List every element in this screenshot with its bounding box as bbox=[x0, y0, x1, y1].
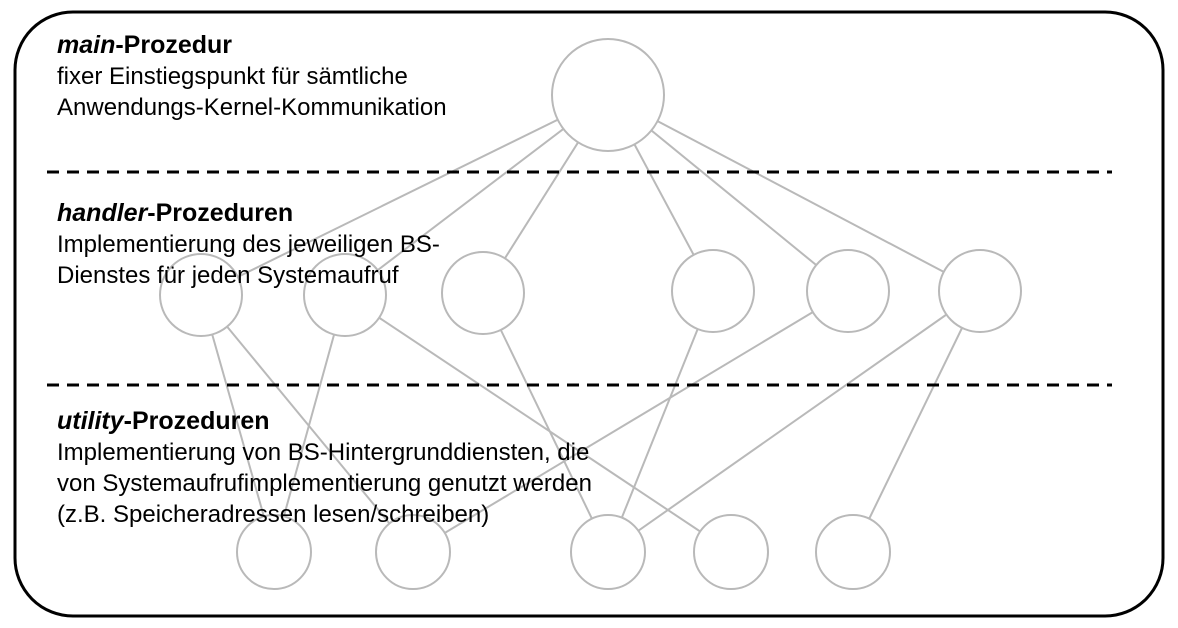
handler-layer-title-keyword: handler bbox=[57, 199, 148, 227]
utility-layer-title-keyword: utility bbox=[57, 407, 124, 435]
node-utility-u3 bbox=[570, 514, 646, 590]
handler-layer-title-suffix: -Prozeduren bbox=[147, 199, 294, 227]
main-layer-title: main-Prozedur bbox=[57, 30, 447, 61]
handler-layer-desc-line: Implementierung des jeweiligen BS- bbox=[57, 231, 440, 258]
utility-layer-desc-line: (z.B. Speicheradressen lesen/schreiben) bbox=[57, 501, 490, 528]
node-handler-h2 bbox=[303, 253, 387, 337]
node-utility-u1 bbox=[236, 514, 312, 590]
edge-h5-u2 bbox=[412, 290, 849, 553]
edge-main-h6 bbox=[607, 94, 981, 292]
edge-h1-u1 bbox=[200, 294, 275, 553]
main-layer-desc-line: Anwendungs-Kernel-Kommunikation bbox=[57, 94, 447, 121]
edge-h6-u3 bbox=[607, 290, 981, 553]
edge-h6-u5 bbox=[852, 290, 981, 553]
utility-layer-title: utility-Prozeduren bbox=[57, 406, 592, 437]
edge-h4-u3 bbox=[607, 290, 714, 553]
node-handler-h1 bbox=[159, 253, 243, 337]
utility-layer-desc-line: von Systemaufrufimplementierung genutzt … bbox=[57, 470, 592, 497]
node-utility-u4 bbox=[693, 514, 769, 590]
edge-main-h1 bbox=[200, 94, 609, 296]
handler-layer-label: handler-Prozeduren Implementierung des j… bbox=[57, 198, 440, 291]
node-main-main bbox=[551, 38, 665, 152]
node-handler-h5 bbox=[806, 249, 890, 333]
edge-h2-u1 bbox=[273, 294, 346, 553]
utility-layer-desc-line: Implementierung von BS-Hintergrunddienst… bbox=[57, 439, 590, 466]
handler-layer-desc-line: Dienstes für jeden Systemaufruf bbox=[57, 262, 399, 289]
node-utility-u2 bbox=[375, 514, 451, 590]
utility-layer-title-suffix: -Prozeduren bbox=[123, 407, 270, 435]
node-handler-h4 bbox=[671, 249, 755, 333]
edge-h2-u4 bbox=[344, 294, 732, 553]
diagram-border bbox=[13, 10, 1165, 618]
utility-layer-label: utility-Prozeduren Implementierung von B… bbox=[57, 406, 592, 530]
edge-h3-u3 bbox=[482, 292, 609, 553]
node-handler-h6 bbox=[938, 249, 1022, 333]
node-utility-u5 bbox=[815, 514, 891, 590]
handler-layer-title: handler-Prozeduren bbox=[57, 198, 440, 229]
main-layer-desc-line: fixer Einstiegspunkt für sämtliche bbox=[57, 63, 408, 90]
main-layer-label: main-Prozedur fixer Einstiegspunkt für s… bbox=[57, 30, 447, 123]
edge-h1-u2 bbox=[200, 294, 414, 553]
node-handler-h3 bbox=[441, 251, 525, 335]
main-layer-title-suffix: -Prozedur bbox=[115, 31, 233, 59]
main-layer-title-keyword: main bbox=[57, 31, 116, 59]
